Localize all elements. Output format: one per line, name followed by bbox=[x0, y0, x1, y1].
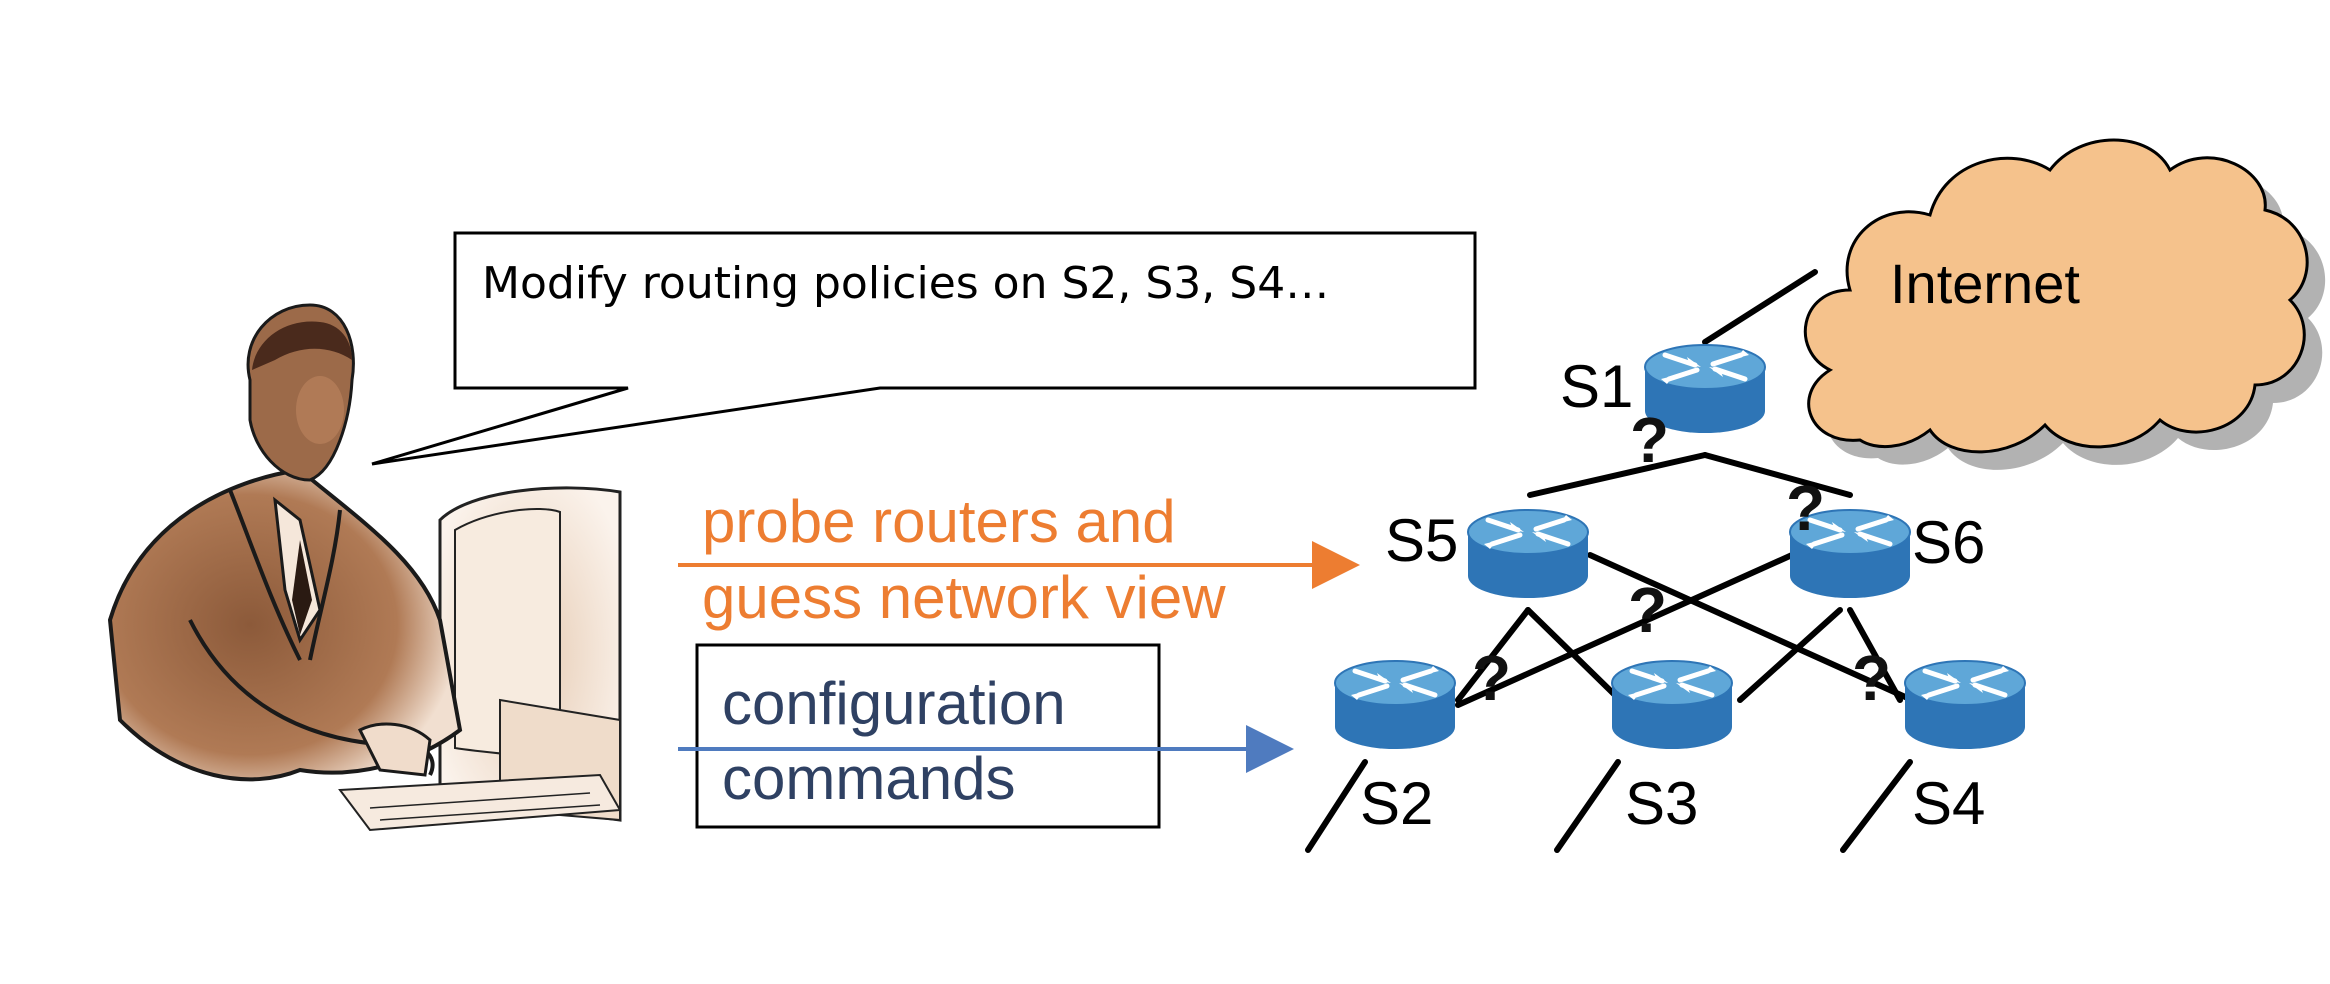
link-s6-s2 bbox=[1455, 552, 1795, 708]
operator-at-computer-icon bbox=[107, 303, 622, 832]
config-commands: configuration commands bbox=[678, 643, 1294, 829]
router-icon bbox=[1905, 661, 2025, 749]
probe-arrow: probe routers and guess network view bbox=[678, 488, 1360, 631]
link-s5-s2 bbox=[1455, 607, 1531, 703]
link-s1-s6 bbox=[1702, 452, 1853, 498]
speech-bubble-text: Modify routing policies on S2, S3, S4… bbox=[482, 258, 1329, 309]
unknown-markers: ? ? ? ? ? bbox=[1472, 404, 1891, 714]
config-label-line1: configuration bbox=[722, 670, 1066, 737]
link-s4-down bbox=[1840, 759, 1913, 853]
router-s6: S6 bbox=[1790, 509, 1985, 598]
link-s6-s3 bbox=[1737, 607, 1843, 703]
router-s5-label: S5 bbox=[1385, 507, 1458, 574]
question-mark-s1: ? bbox=[1630, 404, 1669, 476]
router-s3-label: S3 bbox=[1625, 770, 1698, 837]
router-s4-label: S4 bbox=[1912, 770, 1985, 837]
router-s5: S5 bbox=[1385, 507, 1588, 598]
question-mark-s4: ? bbox=[1852, 642, 1891, 714]
router-s1: S1 bbox=[1560, 345, 1765, 433]
config-box bbox=[695, 643, 1161, 829]
probe-label-line2: guess network view bbox=[702, 564, 1226, 631]
router-s3: S3 bbox=[1612, 661, 1732, 837]
probe-label-line1: probe routers and bbox=[702, 488, 1176, 555]
router-s2-label: S2 bbox=[1360, 770, 1433, 837]
question-mark-s2: ? bbox=[1472, 642, 1511, 714]
config-label-line2: commands bbox=[722, 745, 1015, 812]
internet-label: Internet bbox=[1890, 252, 2080, 315]
router-icon bbox=[1612, 661, 1732, 749]
network-links bbox=[1305, 269, 1915, 853]
router-icon bbox=[1468, 510, 1588, 598]
link-s1-s5 bbox=[1527, 452, 1708, 498]
speech-bubble: Modify routing policies on S2, S3, S4… bbox=[371, 231, 1477, 466]
router-s4: S4 bbox=[1905, 661, 2025, 837]
link-s2-down bbox=[1305, 759, 1368, 853]
link-s6-s4 bbox=[1847, 607, 1903, 703]
internet-cloud: Internet bbox=[1803, 138, 2326, 470]
question-mark-s6: ? bbox=[1786, 472, 1825, 544]
link-s3-down bbox=[1554, 759, 1621, 853]
question-mark-s5-link: ? bbox=[1628, 574, 1667, 646]
link-s5-s4 bbox=[1587, 552, 1915, 703]
link-s1-internet bbox=[1702, 269, 1818, 345]
router-s6-label: S6 bbox=[1912, 509, 1985, 576]
router-s2: S2 bbox=[1335, 661, 1455, 837]
router-icon bbox=[1335, 661, 1455, 749]
router-s1-label: S1 bbox=[1560, 353, 1633, 420]
